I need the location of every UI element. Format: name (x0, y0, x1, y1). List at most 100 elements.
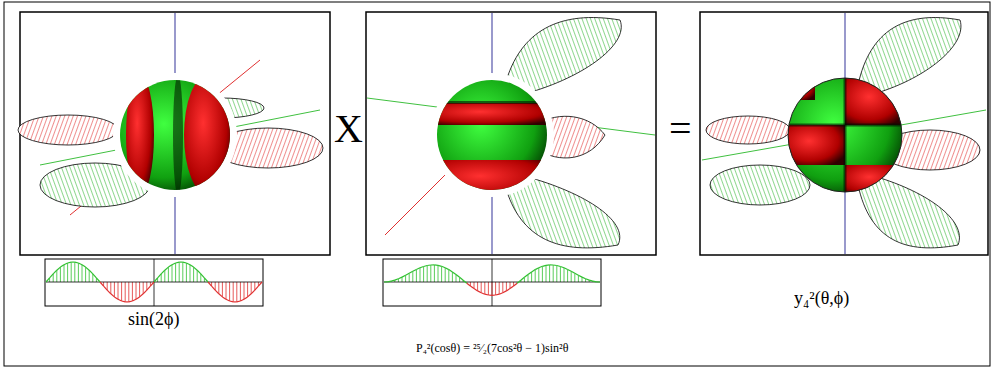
legendre-plot-part (521, 277, 525, 280)
sine-plot-part (82, 265, 86, 267)
legendre-plot-part (502, 282, 503, 293)
legendre-plot-part (460, 277, 464, 280)
sine-plot-part (139, 282, 140, 297)
sine-plot-part (60, 265, 64, 267)
legendre-plot-part (499, 282, 500, 294)
legendre-plot-part (481, 282, 482, 293)
legendre-plot-part (430, 265, 431, 282)
sine-plot-part (244, 297, 248, 299)
legendre-plot-part (384, 281, 388, 282)
legendre-plot-part (463, 280, 467, 283)
legendre-plot-part (550, 264, 554, 265)
sine-plot-part (64, 265, 65, 282)
sine-plot-part (168, 267, 169, 282)
sine-plot-part (186, 263, 187, 282)
sine-plot (45, 259, 263, 306)
legendre-plot-part (535, 270, 536, 282)
sine-plot-part (204, 278, 208, 282)
legendre-panel-part (366, 12, 656, 255)
sine-plot-part (165, 267, 169, 270)
sine-plot-part (82, 265, 83, 282)
sine-plot-part (67, 263, 68, 282)
harmonic-panel-part-part (845, 165, 905, 195)
sine-plot-part (158, 274, 162, 278)
sine-plot-part (182, 262, 183, 282)
sine-plot-part (85, 267, 86, 282)
legendre-plot-part (546, 265, 547, 282)
sine-plot-part (121, 282, 122, 301)
sine-plot-part (240, 299, 244, 301)
legendre-panel-part (430, 101, 555, 200)
legendre-plot-part (416, 270, 417, 283)
legendre-plot-part (510, 286, 514, 289)
legendre-plot-part (492, 294, 496, 295)
legendre-plot-part (402, 275, 406, 277)
sine-plot-part (208, 282, 212, 286)
legendre-plot-part (467, 283, 471, 286)
sin-panel-part-part (173, 75, 183, 195)
sine-plot-part (78, 263, 82, 265)
sine-plot-part (129, 300, 133, 302)
sine-plot-part (114, 297, 118, 299)
sine-plot-part (96, 278, 100, 282)
sine-plot-part (136, 297, 140, 299)
legendre-plot-part (456, 275, 460, 278)
sine-plot-part (230, 300, 234, 302)
legendre-plot-part (445, 268, 446, 282)
legendre-plot-part (442, 266, 446, 267)
legendre-plot-part (413, 270, 417, 272)
sine-plot-part (93, 274, 97, 278)
sine-plot-part (125, 282, 126, 302)
legendre-plot-part (514, 283, 518, 286)
sine-plot-part (172, 265, 173, 282)
legendre-panel (366, 12, 656, 255)
sine-plot-part (197, 270, 201, 274)
legendre-plot-part (535, 268, 539, 270)
sine-plot-part (56, 270, 57, 282)
legendre-plot-part (409, 273, 410, 282)
sine-plot-part (53, 270, 57, 274)
sine-plot-part (147, 286, 151, 290)
legendre-plot-part (571, 271, 572, 282)
sine-plot-part (236, 282, 237, 302)
sine-plot-part (143, 290, 147, 294)
sine-plot-part (74, 262, 75, 282)
sin-panel-part (113, 73, 237, 197)
sine-plot-part (64, 263, 68, 265)
sine-plot-part (89, 270, 93, 274)
sine-plot-part (111, 294, 115, 297)
legendre-plot-part (478, 291, 482, 293)
sine-plot-part (122, 300, 126, 302)
legendre-plot-part (416, 268, 420, 270)
legendre-plot-part (542, 266, 543, 282)
sine-plot-part (176, 262, 180, 264)
sine-plot-part (247, 282, 248, 297)
legendre-plot-part (452, 272, 453, 282)
harmonic-panel-part (785, 78, 905, 195)
legendre-plot-part (542, 265, 546, 266)
legendre-plot (383, 259, 601, 306)
sine-plot-part (57, 267, 61, 270)
legendre-plot-part (564, 268, 568, 270)
legendre-panel-part-part (430, 101, 555, 104)
sine-plot-part (183, 262, 187, 264)
legendre-plot-part (405, 275, 406, 282)
legendre-plot-part (492, 259, 493, 306)
function-caption: sin(2ϕ) (128, 309, 179, 330)
sine-plot-part (248, 294, 252, 297)
sine-plot-part (190, 265, 191, 282)
legendre-plot-part (589, 280, 593, 281)
legendre-panel-part-part (430, 103, 555, 125)
sine-plot-part (164, 270, 165, 282)
sine-plot-part (50, 274, 54, 278)
sine-plot-part (89, 270, 90, 282)
harmonic-panel (700, 12, 988, 255)
sine-plot-part (229, 282, 230, 301)
harmonic-panel-part (858, 175, 959, 248)
times-sign: X (334, 105, 363, 152)
sine-plot-part (46, 278, 50, 282)
sine-plot-part (140, 294, 144, 297)
harmonic-panel-part (706, 116, 790, 144)
sine-plot-part (219, 294, 223, 297)
